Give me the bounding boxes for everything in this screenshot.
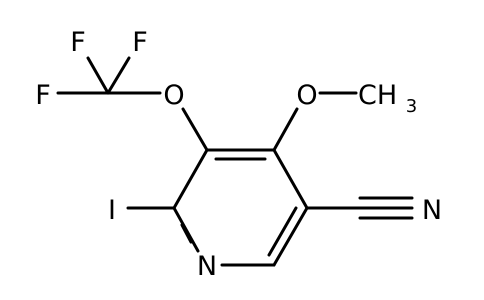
fluorine-label-left: F [35, 80, 51, 111]
fluorine-label-top-left: F [70, 27, 86, 58]
ring-bond-c2-c3 [172, 148, 209, 210]
nitrile-nitrogen-label: N [422, 195, 442, 226]
ring-bond-c5-c6 [272, 206, 309, 267]
bond-cf3-fluorine-top-left [86, 56, 110, 95]
bond-c4-oxygen [272, 107, 299, 152]
bond-c3-oxygen [181, 107, 209, 152]
oxygen-label-methoxy: O [296, 80, 317, 111]
ring-nitrogen-label: N [197, 251, 217, 282]
ring-bond-c5-c6-inner [267, 206, 298, 257]
ring-bond-n-c2-inner [180, 223, 193, 244]
oxygen-label-trifluoromethoxy: O [163, 80, 184, 111]
methyl-subscript: 3 [406, 96, 417, 117]
methyl-label: CH 3 [358, 80, 417, 117]
fluorine-label-top-right: F [132, 27, 148, 58]
bond-cf3-fluorine-top-right [106, 56, 131, 95]
methyl-carbon-text: CH [358, 80, 397, 111]
ring-bond-c4-c5 [272, 148, 309, 210]
iodine-label: I [108, 195, 116, 226]
